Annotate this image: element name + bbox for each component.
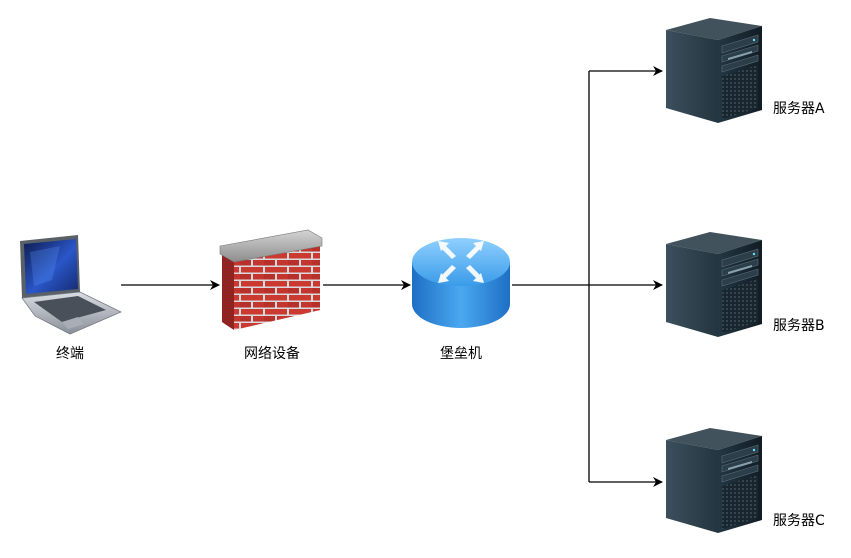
server-c-node[interactable]: 服务器C bbox=[665, 427, 825, 534]
server-a-node[interactable]: 服务器A bbox=[665, 17, 825, 124]
server-b-node[interactable]: 服务器B bbox=[665, 231, 825, 338]
server-icon bbox=[665, 231, 763, 338]
server-icon bbox=[665, 427, 763, 534]
router-icon bbox=[412, 238, 510, 328]
bastion-label: 堡垒机 bbox=[440, 346, 482, 362]
firewall-icon bbox=[219, 229, 323, 330]
laptop-icon bbox=[20, 235, 122, 335]
network-device-node[interactable]: 网络设备 bbox=[219, 229, 323, 362]
bastion-node[interactable]: 堡垒机 bbox=[412, 238, 510, 362]
server-a-label: 服务器A bbox=[773, 101, 825, 117]
terminal-node[interactable]: 终端 bbox=[20, 235, 122, 362]
server-b-label: 服务器B bbox=[773, 318, 825, 334]
edges bbox=[121, 66, 663, 487]
server-icon bbox=[665, 17, 763, 124]
terminal-label: 终端 bbox=[56, 346, 84, 362]
server-c-label: 服务器C bbox=[773, 513, 825, 529]
network-device-label: 网络设备 bbox=[244, 345, 300, 362]
